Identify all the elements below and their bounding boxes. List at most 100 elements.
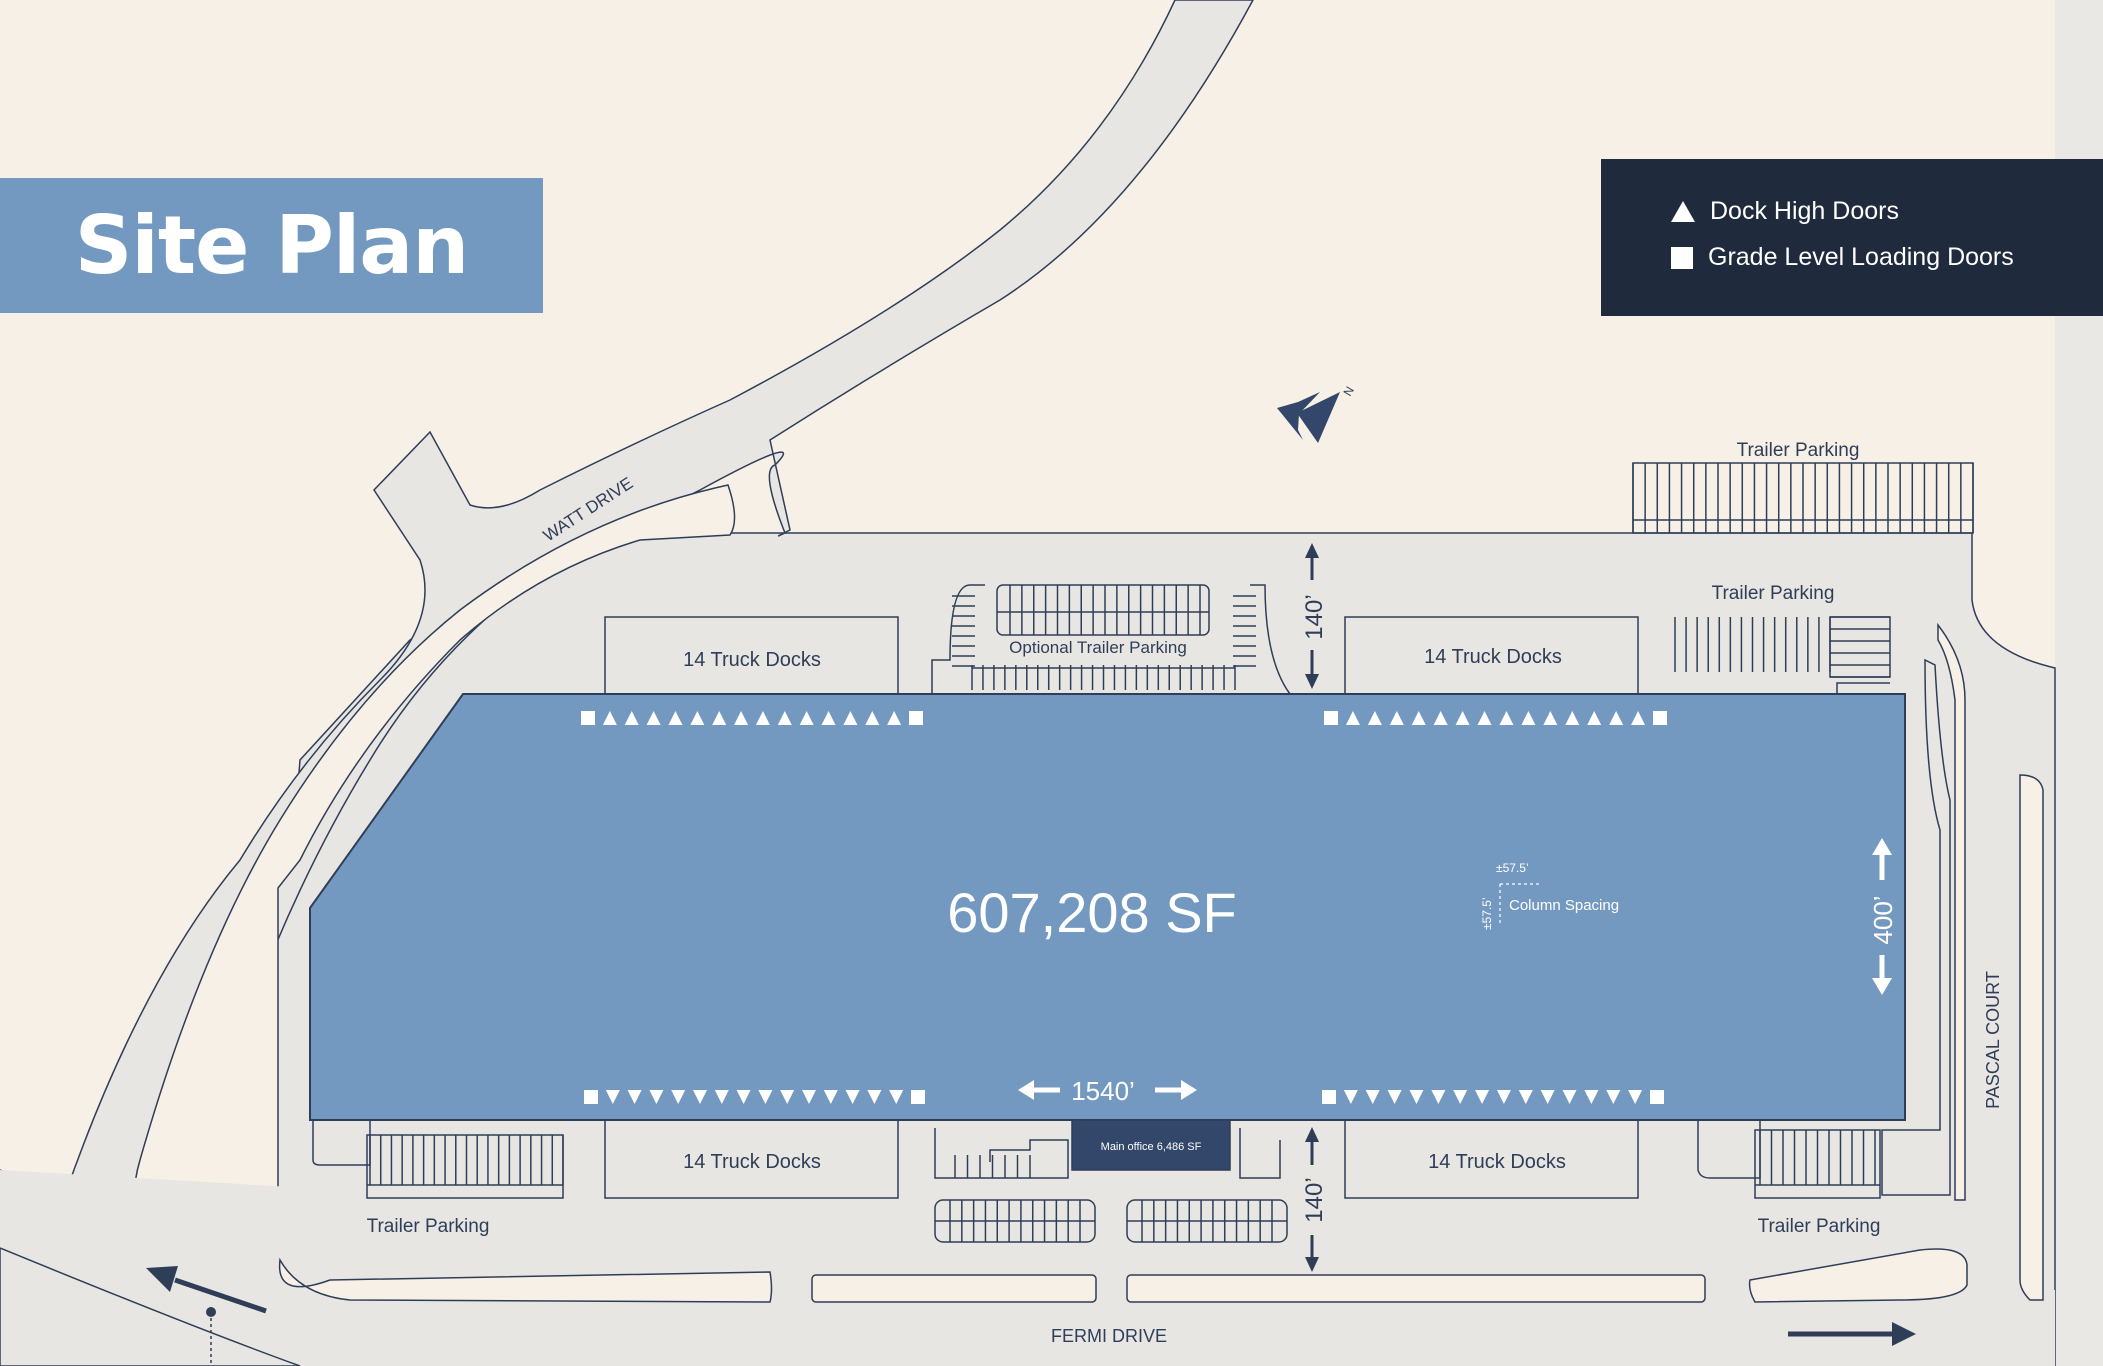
legend-grade-level: Grade Level Loading Doors [1671, 243, 2014, 272]
dock-high-door [755, 711, 770, 725]
dock-high-door [887, 711, 902, 725]
dock-high-door [1389, 711, 1404, 725]
title-banner: Site Plan [0, 178, 543, 313]
trailer-parking-bottom-left [366, 1134, 564, 1199]
dock-high-door [802, 1090, 816, 1104]
dock-high-door [758, 1090, 773, 1104]
stall-line [934, 1128, 1069, 1179]
stall-line [1239, 1128, 1281, 1179]
dock-high-door [1365, 1090, 1380, 1104]
dock-high-door [693, 1090, 707, 1104]
stall-line [1836, 682, 1890, 694]
dock-high-door [1518, 1090, 1533, 1104]
dock-high-door [1543, 711, 1558, 725]
dock-high-door [821, 711, 836, 725]
dock-label-bottom-left: 14 Truck Docks [683, 1151, 821, 1173]
optional-parking-label: Optional Trailer Parking [1009, 638, 1187, 657]
legend-dock-high: Dock High Doors [1671, 197, 1899, 226]
dock-high-door [1628, 1090, 1643, 1104]
dock-high-door [1343, 1090, 1358, 1104]
optional-trailer-parking-stalls [952, 584, 1256, 690]
dock-high-door [1409, 1090, 1424, 1104]
grade-level-door [1324, 711, 1338, 725]
legend-dock-high-label: Dock High Doors [1710, 197, 1899, 225]
stall-block [996, 584, 1210, 636]
legend-grade-level-label: Grade Level Loading Doors [1708, 243, 2014, 271]
dock-high-door [1499, 711, 1514, 725]
dock-label-bottom-right: 14 Truck Docks [1428, 1151, 1566, 1173]
square-icon [1671, 246, 1693, 269]
dock-high-door [865, 711, 880, 725]
main-office-label: Main office 6,486 SF [1101, 1141, 1202, 1153]
trailer-parking-label-tr-lower: Trailer Parking [1712, 583, 1835, 604]
truck-court-top-label: 140’ [1301, 594, 1328, 639]
south-medians [278, 1248, 1968, 1303]
grade-level-door [1322, 1090, 1336, 1104]
dock-high-door [1565, 711, 1580, 725]
dock-high-door [1345, 711, 1360, 725]
grade-level-door [584, 1090, 598, 1104]
length-dimension-label: 1540’ [1071, 1076, 1135, 1106]
dock-high-door [889, 1090, 904, 1104]
column-spacing-label: Column Spacing [1509, 897, 1619, 914]
dock-high-door [649, 1090, 664, 1104]
dock-high-door [1475, 1090, 1490, 1104]
grade-level-door [581, 711, 595, 725]
traffic-arrow-east [1788, 1322, 1916, 1346]
trailer-parking-bottom-right [1754, 1129, 1881, 1199]
dock-high-door [823, 1090, 838, 1104]
legend-box: Dock High Doors Grade Level Loading Door… [1601, 159, 2103, 316]
office-parking-stalls [934, 1128, 1288, 1243]
truck-court-dim-bottom [1305, 1127, 1319, 1272]
grade-level-door [911, 1090, 925, 1104]
dock-label-top-right: 14 Truck Docks [1424, 646, 1562, 668]
trailer-parking-top-right-lower [1674, 616, 1891, 694]
dock-high-door [1584, 1090, 1599, 1104]
dock-high-door [1431, 1090, 1446, 1104]
grade-level-door [1650, 1090, 1664, 1104]
fermi-drive-road [0, 1170, 2055, 1366]
truck-court-dim-top [1305, 543, 1319, 689]
dock-high-door [1540, 1090, 1555, 1104]
dock-high-door [1521, 711, 1536, 725]
dock-high-door [1609, 711, 1624, 725]
traffic-arrow-west [146, 1266, 267, 1366]
dock-label-top-left: 14 Truck Docks [683, 649, 821, 671]
dock-high-door [867, 1090, 882, 1104]
grade-level-door [909, 711, 923, 725]
dock-high-door [1562, 1090, 1577, 1104]
street-fermi-drive: FERMI DRIVE [1051, 1326, 1167, 1346]
column-spacing-dots [1499, 883, 1540, 924]
dock-high-door [1631, 711, 1646, 725]
dock-high-door [1367, 711, 1382, 725]
dock-high-door [1433, 711, 1448, 725]
dock-high-door [690, 711, 705, 725]
dock-high-door [714, 1090, 729, 1104]
dock-high-door [799, 711, 814, 725]
dock-high-door [1387, 1090, 1402, 1104]
dock-high-door [1606, 1090, 1621, 1104]
column-spacing-x: ±57.5’ [1496, 861, 1529, 875]
dock-high-door [1411, 711, 1426, 725]
truck-court-bottom-label: 140’ [1301, 1177, 1328, 1222]
dock-high-door [668, 711, 683, 725]
dock-high-door [605, 1090, 620, 1104]
dock-high-door [1453, 1090, 1468, 1104]
trailer-parking-label-tr-upper: Trailer Parking [1737, 440, 1860, 461]
building-area: 607,208 SF [947, 881, 1237, 944]
fermi-drive-edge [0, 1247, 301, 1366]
dock-high-door [624, 711, 639, 725]
main-office [1071, 1119, 1231, 1171]
loading-doors [581, 711, 1667, 1104]
width-dimension-label: 400’ [1868, 895, 1898, 944]
trailer-parking-top-right-upper [1632, 462, 1974, 534]
triangle-icon [1671, 201, 1695, 222]
dock-high-door [671, 1090, 686, 1104]
dock-high-door [734, 711, 749, 725]
dock-high-door [602, 711, 617, 725]
street-pascal-court: PASCAL COURT [1983, 971, 2003, 1109]
width-dimension [1872, 838, 1892, 995]
page-title: Site Plan [74, 199, 469, 292]
dock-high-door [780, 1090, 795, 1104]
